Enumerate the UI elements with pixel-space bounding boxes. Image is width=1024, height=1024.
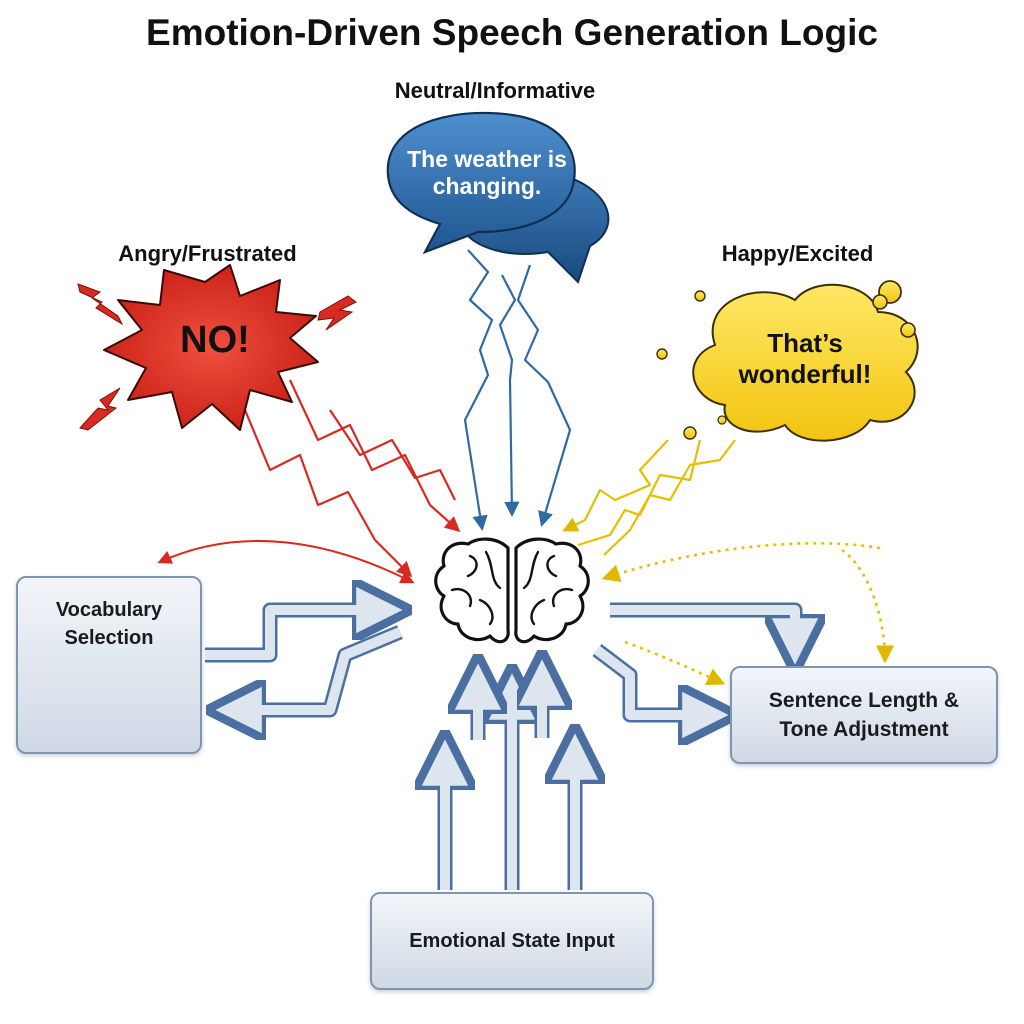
angry-to-vocabulary-arrow	[157, 539, 415, 584]
diagram-title: Emotion-Driven Speech Generation Logic	[146, 12, 878, 53]
neutral-speech-bubble	[386, 111, 610, 284]
emotional-state-input-label: Emotional State Input	[409, 929, 615, 952]
angry-burst	[77, 264, 357, 431]
happy-speech-text: That’s wonderful!	[738, 328, 872, 389]
flow-arrows	[205, 610, 795, 890]
emotional-state-input-box: Emotional State Input	[370, 892, 654, 990]
angry-emotion-label: Angry/Frustrated	[118, 241, 297, 266]
brain-icon	[434, 537, 590, 644]
vocabulary-selection-label: Vocabulary Selection	[55, 599, 163, 649]
angry-flow-lines	[243, 379, 461, 578]
vocabulary-selection-box: Vocabulary Selection	[16, 576, 202, 754]
angry-speech-text: NO!	[180, 319, 250, 361]
happy-dotted-arrows	[601, 541, 895, 686]
sentence-length-box: Sentence Length & Tone Adjustment	[730, 666, 998, 764]
neutral-speech-text: The weather is changing.	[407, 146, 567, 200]
happy-flow-lines	[562, 439, 736, 556]
happy-emotion-label: Happy/Excited	[721, 241, 874, 266]
neutral-flow-lines	[463, 249, 572, 532]
happy-thought-cloud	[656, 280, 919, 442]
lightning-bolt-icon	[77, 283, 357, 431]
neutral-emotion-label: Neutral/Informative	[394, 78, 596, 103]
sentence-length-label: Sentence Length & Tone Adjustment	[768, 688, 960, 741]
